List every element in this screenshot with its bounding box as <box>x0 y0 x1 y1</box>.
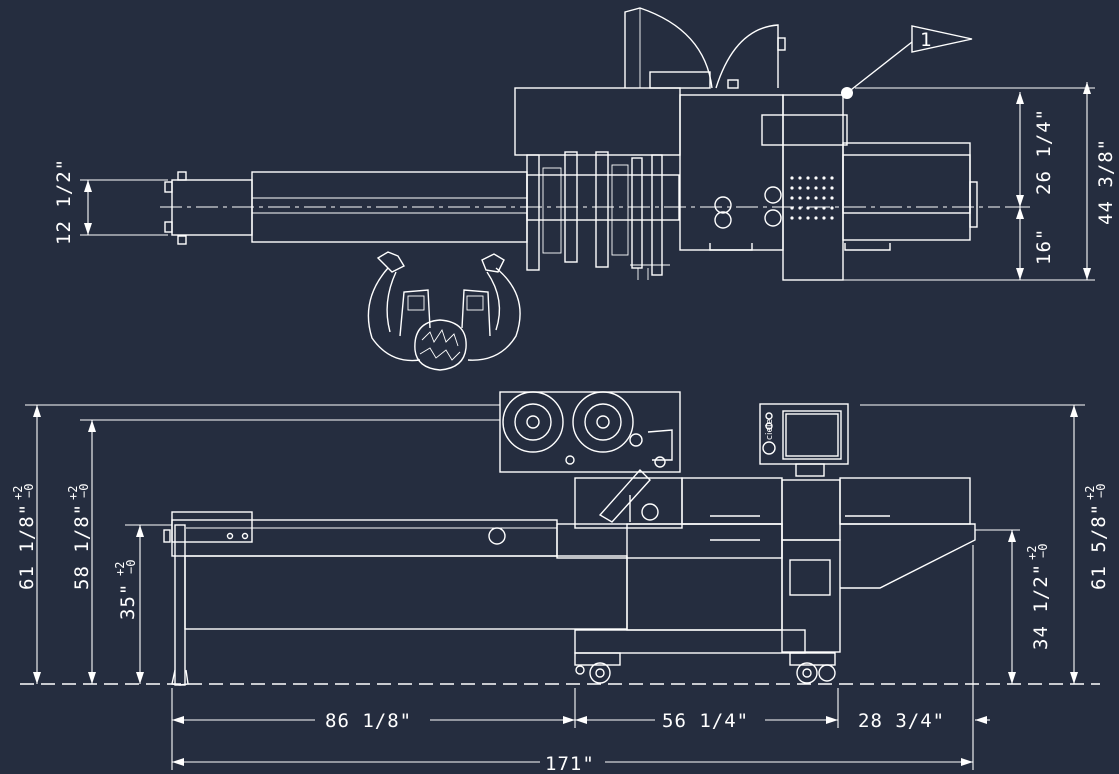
callout-number: 1 <box>920 29 932 51</box>
caster-right <box>789 652 836 684</box>
dim-28-3-4: 28 3/4" <box>858 710 945 732</box>
side-view: ciele <box>20 391 1100 686</box>
caster-left <box>574 652 621 684</box>
dim-35-tol: +2−0 <box>113 560 138 576</box>
dim-58-1-8: 58 1/8" <box>71 503 93 590</box>
dim-61-5-8: 61 5/8" <box>1088 503 1110 590</box>
dim-16: 16" <box>1033 228 1055 265</box>
dimension-lines <box>25 82 1095 770</box>
callout-flag <box>911 25 973 53</box>
dim-61-1-8-tol: +2−0 <box>11 484 36 500</box>
dim-12-1-2: 12 1/2" <box>53 158 75 245</box>
dim-44-3-8: 44 3/8" <box>1095 138 1117 225</box>
dim-35: 35" <box>117 583 139 620</box>
dim-171: 171" <box>545 753 595 774</box>
dimension-labels: 12 1/2" 26 1/4" 16" 44 3/8" 61 1/8" +2−0… <box>11 108 1117 774</box>
dim-58-1-8-tol: +2−0 <box>66 484 91 500</box>
panel-brand-label: ciele <box>765 419 775 440</box>
vent-grid <box>790 176 834 220</box>
dim-34-1-2: 34 1/2" <box>1030 563 1052 650</box>
dim-86-1-8: 86 1/8" <box>325 710 412 732</box>
operator-figure <box>367 251 521 371</box>
dim-56-1-4: 56 1/4" <box>662 710 749 732</box>
dim-61-1-8: 61 1/8" <box>16 503 38 590</box>
top-view: 1 <box>160 7 1000 281</box>
dim-34-1-2-tol: +2−0 <box>1025 544 1050 560</box>
dim-26-1-4: 26 1/4" <box>1033 108 1055 195</box>
dim-61-5-8-tol: +2−0 <box>1083 484 1108 500</box>
